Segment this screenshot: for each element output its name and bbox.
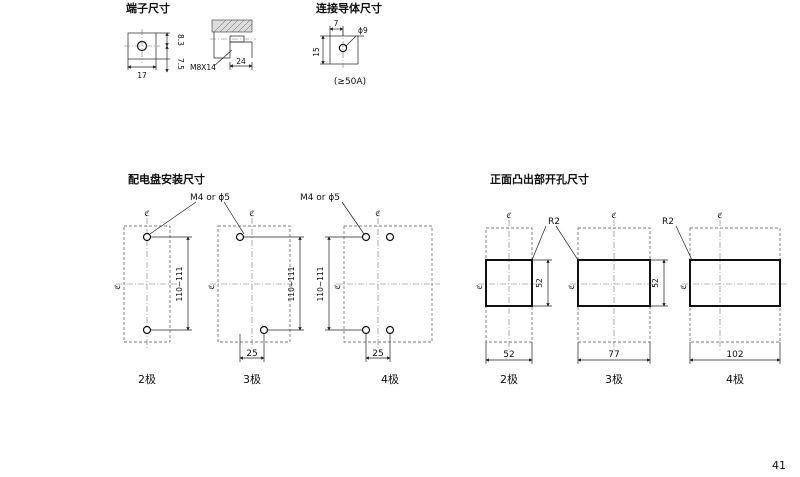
- cutout-radius-label: R2: [548, 217, 560, 227]
- cutout-pole-3-label: 3极: [605, 372, 623, 386]
- cutout-height-label: 52: [651, 278, 660, 288]
- cutout-radius-label: R2: [662, 217, 674, 227]
- panel-span-label: 110~111: [175, 266, 184, 301]
- conductor-diagram: 7 ϕ9 15 (≥50A): [312, 19, 368, 87]
- centerline-mark: ℭ: [333, 284, 342, 289]
- centerline-mark: ℭ: [375, 209, 380, 218]
- terminal-side-view: 24 M8X14: [190, 19, 256, 72]
- cutout-width-3-label: 77: [608, 350, 619, 360]
- panel-3pole: ℭ ℭ 110~111 25 3极: [207, 209, 304, 386]
- terminal-height-top-label: 8.3: [176, 34, 185, 46]
- page-number: 41: [772, 459, 786, 472]
- panel-4pole: ℭ ℭ 110~111 M4 or ϕ5 25 4极: [300, 193, 440, 386]
- panel-screw-label: M4 or ϕ5: [300, 193, 340, 203]
- centerline-mark: ℭ: [506, 211, 511, 220]
- terminal-height-bottom-label: 7.5: [176, 58, 185, 70]
- terminal-depth-label: 24: [236, 57, 246, 66]
- cutout-2pole: ℭ ℭ 52 52 2极: [475, 211, 552, 386]
- panel-pitch-label: 25: [246, 349, 257, 359]
- centerline-mark: ℭ: [249, 209, 254, 218]
- panel-pole-3-label: 3极: [243, 372, 261, 386]
- panel-pitch-label: 25: [372, 349, 383, 359]
- centerline-mark: ℭ: [113, 284, 122, 289]
- title-front-cutout: 正面凸出部开孔尺寸: [490, 172, 589, 186]
- conductor-offset-label: 7: [334, 19, 339, 28]
- terminal-screw-label: M8X14: [190, 63, 216, 72]
- panel-span-label: 110~111: [287, 266, 296, 301]
- panel-pole-2-label: 2极: [138, 372, 156, 386]
- centerline-mark: ℭ: [679, 284, 688, 289]
- title-conductor-dimensions: 连接导体尺寸: [316, 1, 382, 15]
- panel-2pole: ℭ ℭ 110~111 M4 or ϕ5 2极: [113, 193, 245, 386]
- centerline-mark: ℭ: [567, 284, 576, 289]
- panel-screw-label: M4 or ϕ5: [190, 193, 230, 203]
- conductor-current-note: (≥50A): [334, 77, 366, 87]
- terminal-width-label: 17: [137, 71, 147, 80]
- cutout-pole-2-label: 2极: [500, 372, 518, 386]
- cutout-height-label: 52: [535, 278, 544, 288]
- centerline-mark: ℭ: [207, 284, 216, 289]
- centerline-mark: ℭ: [144, 209, 149, 218]
- terminal-front-view: 17 8.3 7.5: [124, 29, 185, 80]
- conductor-hole-label: ϕ9: [358, 26, 368, 35]
- centerline-mark: ℭ: [717, 211, 722, 220]
- cutout-width-2-label: 52: [503, 350, 514, 360]
- title-panel-mounting: 配电盘安装尺寸: [128, 172, 205, 186]
- cutout-width-4-label: 102: [726, 350, 743, 360]
- centerline-mark: ℭ: [475, 284, 484, 289]
- cutout-pole-4-label: 4极: [726, 372, 744, 386]
- cutout-3pole: ℭ ℭ R2 52 77 3极: [531, 211, 668, 386]
- panel-span-label: 110~111: [316, 266, 325, 301]
- panel-pole-4-label: 4极: [381, 372, 399, 386]
- title-terminal-dimensions: 端子尺寸: [126, 1, 170, 15]
- conductor-height-label: 15: [312, 47, 321, 57]
- centerline-mark: ℭ: [611, 211, 616, 220]
- cutout-4pole: ℭ ℭ R2 102 4极: [662, 211, 788, 386]
